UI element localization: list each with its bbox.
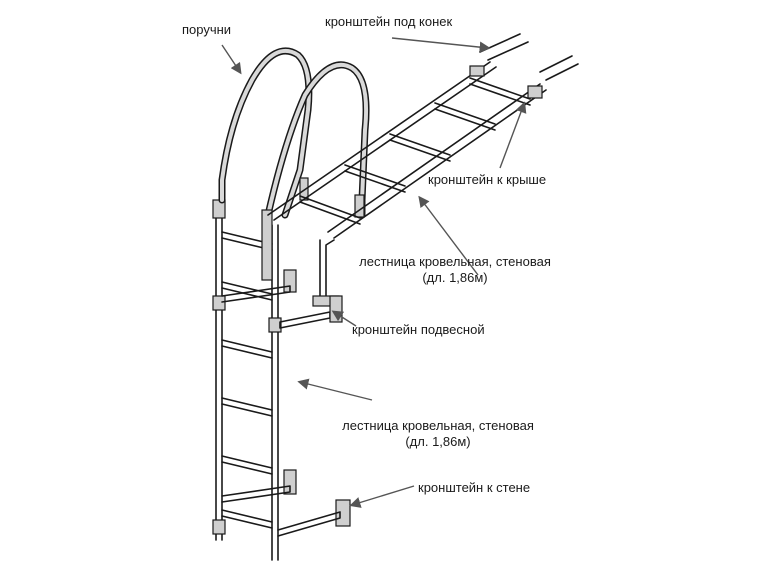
label-roof-ladder-line2: (дл. 1,86м) (422, 270, 488, 285)
label-roof-ladder-line1: лестница кровельная, стеновая (359, 254, 551, 269)
wall-ladder-rungs (221, 231, 273, 529)
handrails (218, 47, 370, 281)
label-handrails: поручни (182, 22, 232, 37)
roof-ladder-rungs (299, 77, 531, 225)
wall-ladder (212, 199, 282, 561)
roof-bracket-plate (527, 85, 543, 99)
label-wall-ladder: лестница кровельная, стеновая (дл. 1,86м… (308, 418, 568, 450)
label-wall-ladder-line2: (дл. 1,86м) (405, 434, 471, 449)
label-hanging-bracket: кронштейн подвесной (352, 322, 485, 337)
label-ridge-bracket: кронштейн под конек (325, 14, 453, 29)
leader-arrows (221, 37, 527, 508)
wall-brackets (221, 269, 351, 537)
label-roof-bracket: кронштейн к крыше (428, 172, 547, 187)
label-roof-ladder: лестница кровельная, стеновая (дл. 1,86м… (330, 254, 580, 286)
roof-ladder (267, 33, 579, 239)
ridge-bracket-plate (469, 65, 485, 77)
label-wall-bracket: кронштейн к стене (418, 480, 531, 495)
label-wall-ladder-line1: лестница кровельная, стеновая (342, 418, 534, 433)
